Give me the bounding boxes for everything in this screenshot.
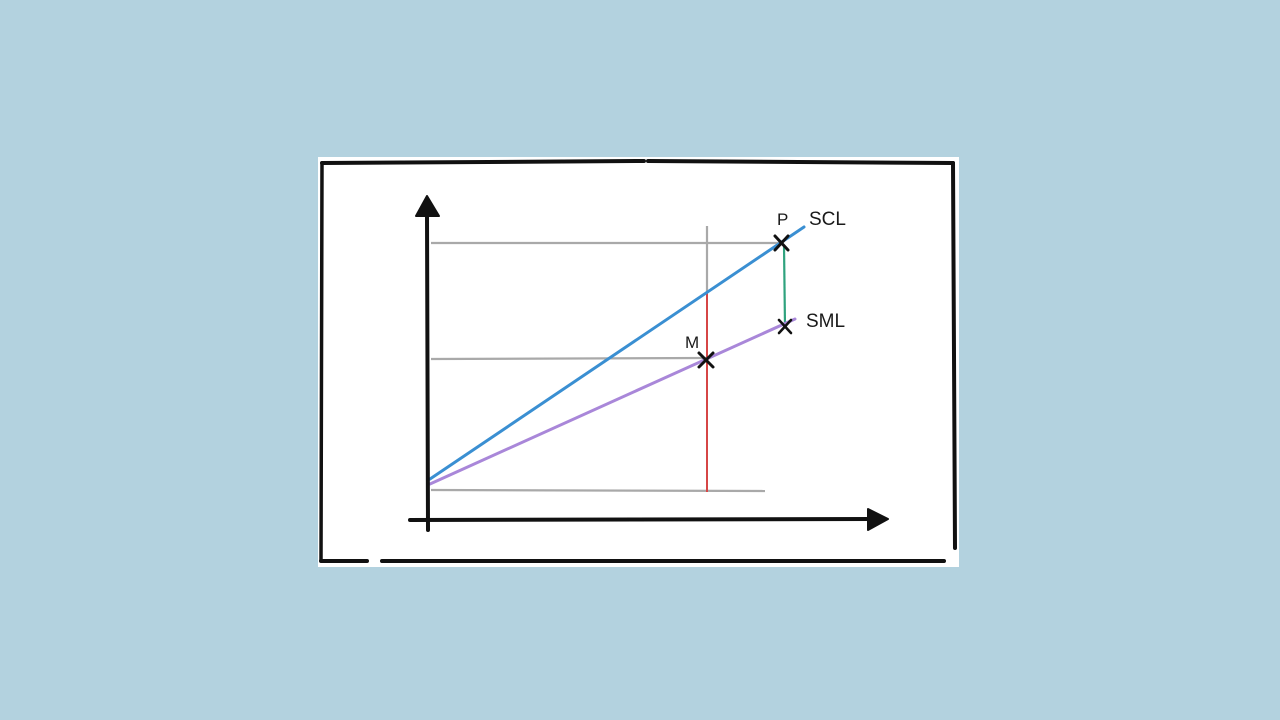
x-mark-icon xyxy=(777,318,793,335)
sml-line xyxy=(428,317,797,486)
guide-horizontal-m xyxy=(430,356,707,361)
arrow-right-icon xyxy=(867,508,889,531)
x-mark-icon xyxy=(697,351,715,369)
gap-segment xyxy=(782,244,787,327)
scl-line xyxy=(428,225,806,481)
sml-label: SML xyxy=(806,311,845,332)
diagram-frame xyxy=(319,159,957,563)
diagram-card xyxy=(318,157,959,567)
arrow-up-icon xyxy=(415,195,440,217)
point-label-p: P xyxy=(777,210,788,229)
x-axis xyxy=(408,508,889,531)
x-mark-icon xyxy=(773,234,790,252)
guide-horizontal-base xyxy=(430,488,766,493)
point-label-m: M xyxy=(685,333,699,352)
y-axis xyxy=(415,195,440,532)
guide-lines xyxy=(430,226,781,493)
scl-label: SCL xyxy=(809,209,846,230)
